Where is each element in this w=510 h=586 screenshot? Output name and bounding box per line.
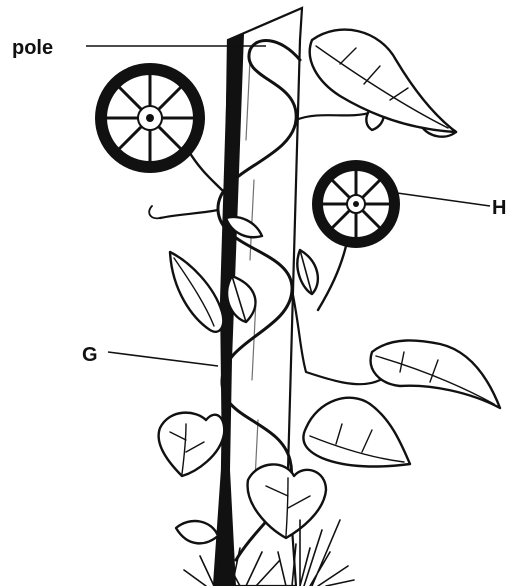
label-h: H bbox=[492, 197, 506, 219]
leader-h bbox=[390, 192, 490, 206]
leader-g bbox=[108, 352, 218, 366]
leaf-right-heart bbox=[303, 398, 410, 467]
flower-h bbox=[312, 160, 400, 310]
label-g-group: G bbox=[82, 344, 218, 366]
leaf-bottom-left bbox=[176, 521, 218, 543]
leaf-top-right bbox=[310, 30, 456, 132]
leaves bbox=[159, 30, 500, 544]
leaf-right-large bbox=[371, 340, 500, 408]
label-h-group: H bbox=[390, 192, 506, 219]
label-pole: pole bbox=[12, 37, 53, 59]
leaf-left-heart bbox=[159, 413, 225, 476]
label-g: G bbox=[82, 344, 98, 366]
flower-upper-left bbox=[95, 63, 222, 190]
